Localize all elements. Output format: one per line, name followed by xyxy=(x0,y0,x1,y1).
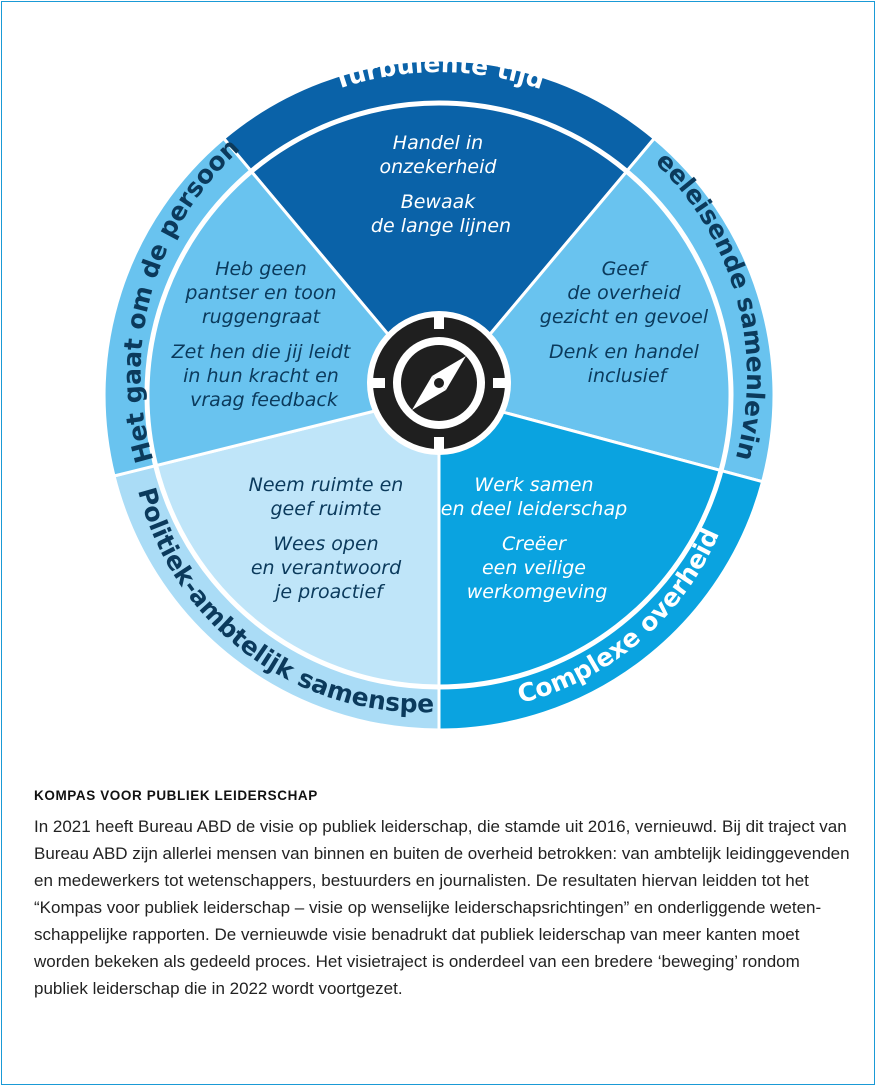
caption-title: KOMPAS VOOR PUBLIEK LEIDERSCHAP xyxy=(34,788,318,803)
segment-text-right: Geef de overheid gezicht en gevoel Denk … xyxy=(540,258,714,387)
segment-right xyxy=(436,169,732,473)
segment-text-left: Heb geen pantser en toon ruggengraat Zet… xyxy=(171,258,357,411)
compass-icon xyxy=(367,311,511,455)
segment-text-top: Handel in onzekerheid Bewaak de lange li… xyxy=(371,132,511,237)
segment-left xyxy=(146,169,442,468)
segment-text-bottom-right: Werk samen en deel leiderschap Creëer ee… xyxy=(441,474,633,603)
caption-block: KOMPAS VOOR PUBLIEK LEIDERSCHAP In 2021 … xyxy=(34,788,854,1002)
segment-text-bottom-left: Neem ruimte en geef ruimte Wees open en … xyxy=(249,474,410,603)
segment-bottom-left xyxy=(154,393,441,688)
ring-divider xyxy=(144,100,734,690)
segment-bottom-right xyxy=(437,393,722,688)
segment-top xyxy=(249,102,629,398)
caption-body: In 2021 heeft Bureau ABD de visie op pub… xyxy=(34,817,850,998)
leadership-compass-wheel: Turbulente tijd Veeleisende samenleving … xyxy=(0,0,776,732)
